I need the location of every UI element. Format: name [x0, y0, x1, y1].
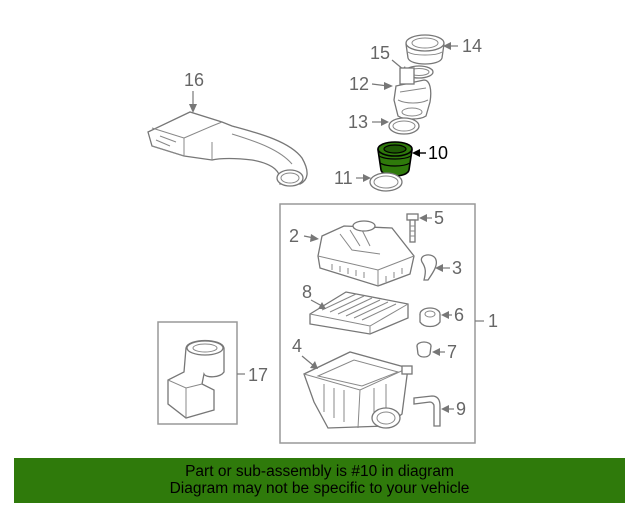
- banner-line-2: Diagram may not be specific to your vehi…: [169, 480, 470, 497]
- leader-5-arrow: [419, 214, 427, 222]
- callout-10: 10: [428, 143, 448, 163]
- leader-16-arrow: [189, 104, 197, 113]
- leader-2-arrow: [310, 234, 319, 242]
- part-12-airflow-sensor[interactable]: [393, 67, 432, 120]
- callout-11: 11: [334, 168, 353, 188]
- callout-1: 1: [488, 311, 498, 331]
- callout-6: 6: [454, 305, 464, 325]
- leader-12-arrow: [384, 82, 393, 90]
- callout-3: 3: [452, 258, 462, 278]
- callout-8: 8: [302, 282, 312, 302]
- part-16-intake-duct[interactable]: [147, 111, 308, 187]
- part-17-resonator[interactable]: [167, 339, 225, 419]
- info-banner: Part or sub-assembly is #10 in diagram D…: [14, 458, 625, 503]
- part-10-hose-highlighted[interactable]: [377, 141, 413, 177]
- part-4-lower-housing[interactable]: [303, 351, 413, 429]
- leader-13-arrow: [381, 118, 389, 126]
- callout-15: 15: [370, 43, 390, 63]
- leader-6-arrow: [441, 311, 449, 319]
- part-3-clip[interactable]: [420, 254, 438, 281]
- assembly-17-box: [157, 321, 238, 425]
- banner-line-1: Part or sub-assembly is #10 in diagram: [185, 463, 454, 480]
- callout-12: 12: [349, 74, 369, 94]
- callout-9: 9: [456, 399, 466, 419]
- leader-11-arrow: [363, 174, 371, 182]
- callout-17: 17: [248, 365, 268, 385]
- part-6-grommet[interactable]: [419, 307, 441, 328]
- leader-4-arrow: [310, 361, 318, 369]
- leader-3-arrow: [435, 264, 443, 272]
- callout-7: 7: [447, 342, 457, 362]
- part-14-boot[interactable]: [405, 34, 445, 65]
- leader-7-arrow: [432, 348, 440, 356]
- assembly-1-box: [279, 203, 476, 444]
- part-8-filter[interactable]: [309, 291, 409, 335]
- leader-4: [301, 355, 315, 367]
- callout-13: 13: [348, 112, 368, 132]
- callout-2: 2: [289, 226, 299, 246]
- leader-10-arrow: [412, 149, 420, 157]
- part-9-tube[interactable]: [413, 395, 441, 427]
- callout-5: 5: [434, 208, 444, 228]
- part-11-ring[interactable]: [369, 172, 403, 192]
- callout-16: 16: [184, 70, 204, 90]
- part-7-grommet[interactable]: [416, 341, 432, 358]
- leader-8: [310, 299, 323, 307]
- part-2-cover[interactable]: [317, 220, 415, 287]
- part-13-ring[interactable]: [388, 117, 420, 135]
- leader-14-arrow: [443, 42, 451, 50]
- leader-9-arrow: [441, 405, 449, 413]
- callout-4: 4: [292, 336, 302, 356]
- leader-8-arrow: [318, 302, 326, 309]
- part-5-bolt[interactable]: [406, 213, 419, 243]
- callout-14: 14: [462, 36, 482, 56]
